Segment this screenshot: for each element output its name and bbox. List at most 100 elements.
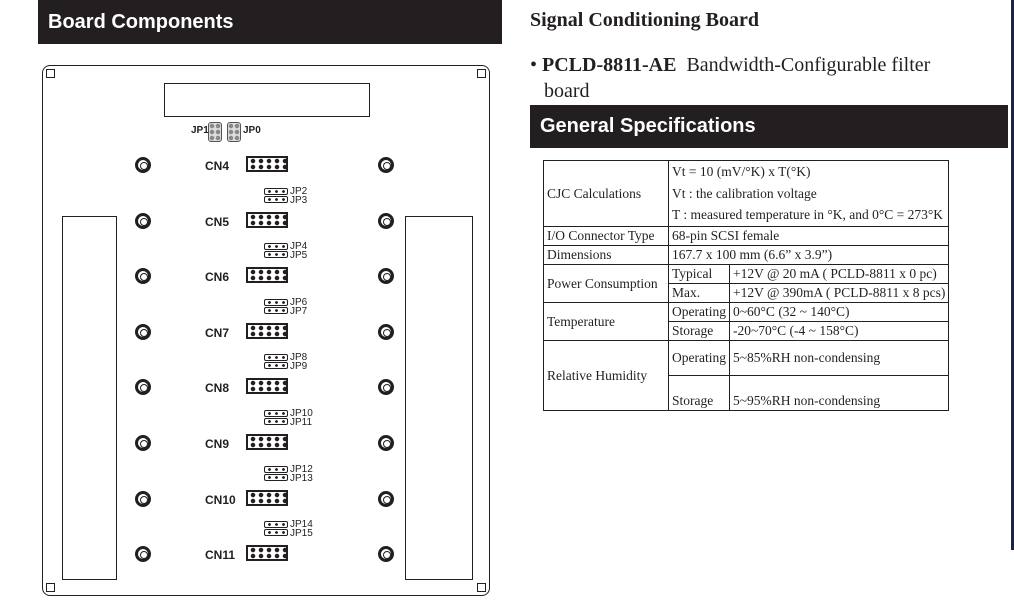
standoff-hole bbox=[135, 268, 151, 285]
jp1-jumper[interactable] bbox=[208, 122, 222, 142]
model-name: PCLD-8811-AE bbox=[542, 54, 677, 76]
standoff-hole bbox=[135, 379, 151, 396]
left-terminal-block bbox=[62, 216, 117, 580]
connector-cn5[interactable] bbox=[246, 211, 288, 228]
cell-sub: Typical bbox=[668, 264, 730, 284]
jumper-jp3[interactable] bbox=[264, 195, 288, 203]
connector-cn6[interactable] bbox=[246, 267, 288, 284]
cell-label: CJC Calculations bbox=[543, 160, 669, 227]
jp1-label: JP1 bbox=[191, 125, 209, 136]
connector-label: CN11 bbox=[205, 548, 236, 563]
corner-mark bbox=[46, 69, 55, 78]
cell-value: +12V @ 20 mA ( PCLD-8811 x 0 pc) bbox=[728, 264, 950, 284]
connector-cn9[interactable] bbox=[246, 434, 288, 450]
cell-sub: Operating bbox=[668, 340, 730, 376]
standoff-hole bbox=[135, 157, 151, 173]
jumper-label: JP11 bbox=[290, 417, 313, 428]
jumper-jp9[interactable] bbox=[264, 362, 288, 370]
jumper-label: JP13 bbox=[290, 472, 313, 484]
header-text: Board Components bbox=[48, 10, 234, 33]
model-description: Bandwidth-Configurable filter board bbox=[544, 54, 931, 102]
jp0-label: JP0 bbox=[243, 125, 261, 136]
product-bullet: • PCLD-8811-AE Bandwidth-Configurable fi… bbox=[530, 54, 931, 102]
cell-value: 167.7 x 100 mm (6.6” x 3.9”) bbox=[667, 245, 950, 265]
standoff-hole bbox=[135, 212, 151, 229]
cell-value: Vt : the calibration voltage bbox=[667, 182, 950, 205]
standoff-hole bbox=[378, 435, 394, 451]
cell-value: 5~95%RH non-condensing bbox=[728, 375, 950, 411]
jumper-jp8[interactable] bbox=[264, 354, 288, 362]
jumper-label: JP6 bbox=[290, 296, 308, 308]
connector-label: CN6 bbox=[205, 270, 230, 285]
jumper-jp2[interactable] bbox=[264, 187, 288, 195]
jumper-jp10[interactable] bbox=[264, 410, 288, 417]
standoff-hole bbox=[378, 212, 394, 229]
jumper-label: JP7 bbox=[290, 305, 308, 317]
connector-label: CN4 bbox=[205, 159, 230, 173]
jumper-jp12[interactable] bbox=[264, 465, 288, 473]
cell-value: 5~85%RH non-condensing bbox=[728, 340, 950, 376]
connector-label: CN9 bbox=[205, 437, 230, 451]
connector-cn11[interactable] bbox=[246, 545, 288, 562]
cell-value: Vt = 10 (mV/°K) x T(°K) bbox=[667, 160, 950, 183]
standoff-hole bbox=[378, 490, 394, 507]
right-terminal-block bbox=[405, 216, 473, 580]
connector-label: CN7 bbox=[205, 325, 230, 340]
standoff-hole bbox=[135, 435, 151, 451]
jumper-jp6[interactable] bbox=[264, 298, 288, 306]
connector-cn10[interactable] bbox=[246, 489, 288, 506]
jumper-label: JP14 bbox=[290, 519, 313, 531]
standoff-hole bbox=[378, 157, 394, 173]
standoff-hole bbox=[135, 490, 151, 507]
general-specs-header: General Specifications bbox=[530, 105, 1008, 148]
jumper-jp5[interactable] bbox=[264, 251, 288, 259]
corner-mark bbox=[477, 69, 486, 78]
jumper-jp15[interactable] bbox=[264, 529, 288, 537]
standoff-hole bbox=[135, 546, 151, 563]
cell-label: Dimensions bbox=[543, 245, 669, 265]
connector-label: CN8 bbox=[205, 381, 230, 396]
jumper-label: JP9 bbox=[290, 361, 308, 373]
standoff-hole bbox=[135, 323, 151, 340]
header-text: General Specifications bbox=[540, 115, 756, 137]
jumper-jp13[interactable] bbox=[264, 473, 288, 481]
cell-value: T : measured temperature in °K, and 0°C … bbox=[667, 204, 950, 227]
jumper-jp4[interactable] bbox=[264, 243, 288, 251]
standoff-hole bbox=[378, 323, 394, 340]
connector-label: CN10 bbox=[205, 492, 236, 507]
jumper-jp11[interactable] bbox=[264, 418, 288, 425]
cell-value: -20~70°C (-4 ~ 158°C) bbox=[728, 321, 950, 341]
page-edge-line bbox=[1011, 0, 1014, 550]
jumper-label: JP3 bbox=[290, 194, 308, 206]
jumper-label: JP12 bbox=[290, 463, 313, 475]
connector-cn8[interactable] bbox=[246, 378, 288, 395]
corner-mark bbox=[46, 583, 55, 592]
jumper-label: JP4 bbox=[290, 241, 308, 253]
standoff-hole bbox=[378, 268, 394, 285]
jumper-jp14[interactable] bbox=[264, 521, 288, 529]
cell-value: +12V @ 390mA ( PCLD-8811 x 8 pcs) bbox=[728, 283, 950, 303]
jumper-label: JP15 bbox=[290, 528, 313, 540]
cell-sub: Operating bbox=[668, 302, 730, 322]
cell-label: Temperature bbox=[543, 302, 669, 341]
connector-cn4[interactable] bbox=[246, 156, 288, 172]
cell-label: Power Consumption bbox=[543, 264, 669, 303]
jumper-label: JP8 bbox=[290, 352, 308, 364]
cell-label: Relative Humidity bbox=[543, 340, 669, 411]
board-components-header: Board Components bbox=[38, 0, 502, 44]
connector-cn7[interactable] bbox=[246, 322, 288, 339]
jumper-jp7[interactable] bbox=[264, 306, 288, 314]
product-subtitle: Signal Conditioning Board bbox=[530, 9, 759, 31]
corner-mark bbox=[477, 583, 486, 592]
jp0-jumper[interactable] bbox=[227, 122, 241, 142]
jumper-label: JP10 bbox=[290, 408, 313, 419]
cell-value: 0~60°C (32 ~ 140°C) bbox=[728, 302, 950, 322]
